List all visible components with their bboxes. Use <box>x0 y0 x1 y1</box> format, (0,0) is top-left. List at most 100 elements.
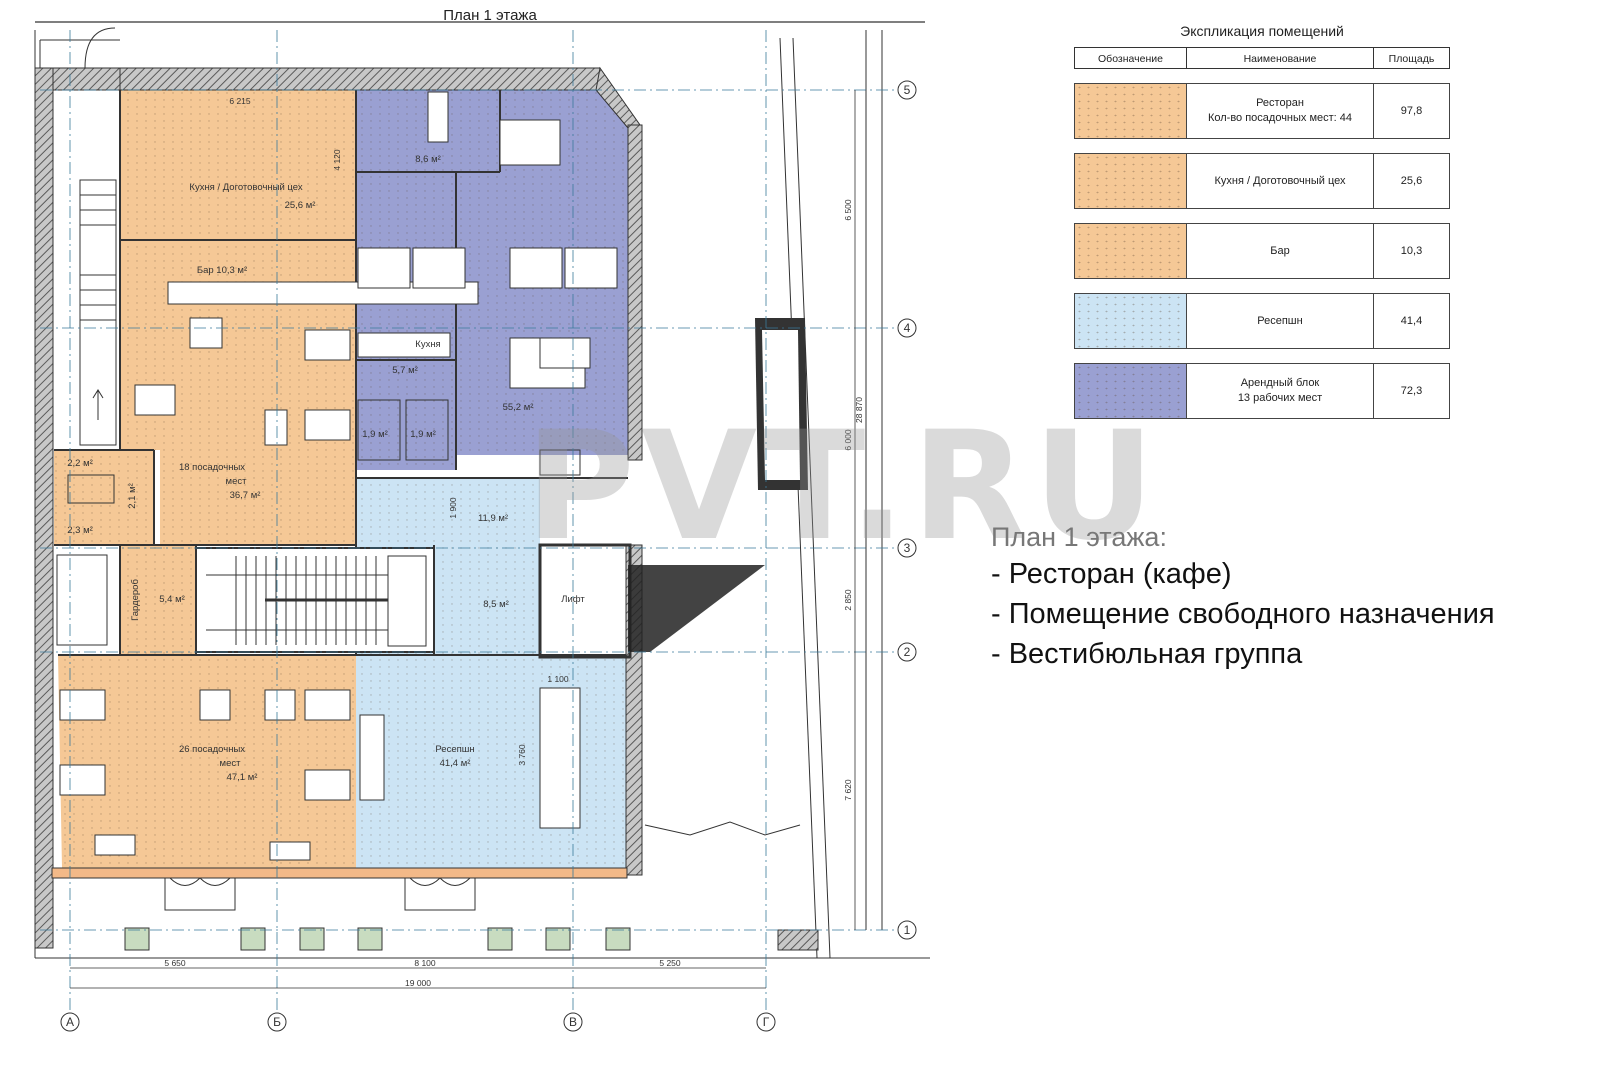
zone-name: Кухня / Доготовочный цех <box>1186 153 1374 209</box>
room-wc-a: 2,2 м² <box>67 458 93 469</box>
dim-span-2: 8 100 <box>414 958 436 968</box>
plan-notes: План 1 этажа: - Ресторан (кафе) - Помеще… <box>991 520 1495 674</box>
zone-color-swatch <box>1074 363 1187 419</box>
explication-title: Экспликация помещений <box>1180 23 1344 39</box>
room-kitchen-small: Кухня <box>415 339 440 350</box>
axis-label-d: Г <box>763 1015 770 1029</box>
header-designation: Обозначение <box>1074 47 1187 69</box>
room-labels: Кухня / Доготовочный цех 25,6 м² Бар 10,… <box>67 154 585 783</box>
sanitary-rooms <box>56 332 581 646</box>
zone-name: Ресепшн <box>1186 293 1374 349</box>
zone-area: 41,4 <box>1373 293 1450 349</box>
dim-desk-h: 3 760 <box>517 744 527 766</box>
explication-row: Бар 10,3 <box>1074 223 1464 279</box>
room-hall26-line2: мест <box>220 758 242 769</box>
floor-plan: А Б В Г 1 2 3 4 5 6 215 4 120 5 650 8 10… <box>34 21 930 1032</box>
reception-zones <box>356 478 626 868</box>
zone-area: 72,3 <box>1373 363 1450 419</box>
zone-name-line: 13 рабочих мест <box>1237 392 1323 404</box>
axis-label-4: 4 <box>904 321 911 335</box>
plan-title: План 1 этажа <box>443 7 537 24</box>
staircase <box>79 179 435 653</box>
axis-label-2: 2 <box>904 645 911 659</box>
dim-total-height: 28 870 <box>854 397 864 423</box>
zone-color-swatch <box>1074 293 1187 349</box>
room-wc-c: 2,1 м² <box>127 483 138 509</box>
zone-color-swatch <box>1074 153 1187 209</box>
grid-axes <box>40 30 895 1010</box>
zone-color-swatch <box>1074 223 1187 279</box>
restaurant-zones <box>54 90 356 868</box>
notes-item: - Помещение свободного назначения <box>991 598 1495 630</box>
zone-area: 97,8 <box>1373 83 1450 139</box>
explication-row: Кухня / Доготовочный цех 25,6 <box>1074 153 1464 209</box>
zone-color-swatch <box>1074 83 1187 139</box>
room-wardrobe: Гардероб <box>130 579 141 621</box>
room-wardrobe-area: 5,4 м² <box>159 594 185 605</box>
zone-name-line: Кухня / Доготовочный цех <box>1214 174 1346 187</box>
dim-kitchen-h: 4 120 <box>332 149 342 171</box>
notes-item: - Вестибюльная группа <box>991 638 1303 670</box>
header-area: Площадь <box>1373 47 1450 69</box>
axis-label-3: 3 <box>904 541 911 555</box>
room-hall18-line2: мест <box>226 476 248 487</box>
zone-name-line: Ресепшн <box>1257 314 1303 327</box>
room-office-small: 8,6 м² <box>415 154 441 165</box>
explication-row: Ресепшн 41,4 <box>1074 293 1464 349</box>
room-kitchen-area: 25,6 м² <box>285 200 316 211</box>
zone-name-line: Арендный блок <box>1240 377 1320 389</box>
room-kitchen-small-area: 5,7 м² <box>392 365 418 376</box>
facade-elements <box>628 318 808 652</box>
explication-header: Обозначение Наименование Площадь <box>1074 47 1464 69</box>
dim-total-width: 19 000 <box>405 978 431 988</box>
room-office-main: 55,2 м² <box>503 402 534 413</box>
dim-right-1: 6 500 <box>843 199 853 221</box>
dimension-labels: 6 215 4 120 5 650 8 100 5 250 19 000 6 5… <box>164 96 864 988</box>
dim-right-3: 2 850 <box>843 589 853 611</box>
header-name: Наименование <box>1186 47 1374 69</box>
zone-area: 10,3 <box>1373 223 1450 279</box>
zone-area: 25,6 <box>1373 153 1450 209</box>
dim-span-3: 5 250 <box>659 958 681 968</box>
office-desks <box>357 91 618 389</box>
entrances <box>84 27 801 911</box>
room-vestibule: 11,9 м² <box>478 513 508 524</box>
room-lift: Лифт <box>561 594 585 605</box>
dim-span-1: 5 650 <box>164 958 186 968</box>
notes-title: План 1 этажа: <box>991 522 1167 552</box>
room-hall26-area: 47,1 м² <box>227 772 258 783</box>
dim-lift-w: 1 900 <box>448 497 458 519</box>
axis-label-1: 1 <box>904 923 911 937</box>
dim-top: 6 215 <box>229 96 251 106</box>
room-kitchen-name: Кухня / Доготовочный цех <box>189 182 302 193</box>
axis-label-c: В <box>569 1015 577 1029</box>
dimension-lines <box>70 90 867 989</box>
zone-name: Бар <box>1186 223 1374 279</box>
exterior-columns <box>124 927 631 951</box>
dim-desk-w: 1 100 <box>547 674 569 684</box>
dim-right-4: 7 620 <box>843 779 853 801</box>
room-reception-area: 41,4 м² <box>440 758 471 769</box>
axis-markers: А Б В Г 1 2 3 4 5 <box>60 80 917 1032</box>
explication-row: Арендный блок 13 рабочих мест 72,3 <box>1074 363 1464 419</box>
dim-right-2: 6 000 <box>843 429 853 451</box>
notes-item: - Ресторан (кафе) <box>991 558 1232 590</box>
room-wc-d: 1,9 м² <box>362 429 388 440</box>
room-hall18-line1: 18 посадочных <box>179 462 245 473</box>
room-bar: Бар 10,3 м² <box>197 265 247 276</box>
room-wc-b: 2,3 м² <box>67 525 93 536</box>
zone-name-line: Кол-во посадочных мест: 44 <box>1207 112 1353 124</box>
room-hall26-line1: 26 посадочных <box>179 744 245 755</box>
zone-name-line: Бар <box>1270 244 1290 257</box>
room-lobby: 8,5 м² <box>483 599 509 610</box>
zone-name-line: Ресторан <box>1256 97 1304 109</box>
axis-label-b: Б <box>273 1015 281 1029</box>
room-reception-name: Ресепшн <box>435 744 474 755</box>
axis-label-5: 5 <box>904 83 911 97</box>
explication-table: Экспликация помещений Обозначение Наимен… <box>1074 23 1464 419</box>
room-wc-e: 1,9 м² <box>410 429 436 440</box>
zone-name: Арендный блок 13 рабочих мест <box>1186 363 1374 419</box>
